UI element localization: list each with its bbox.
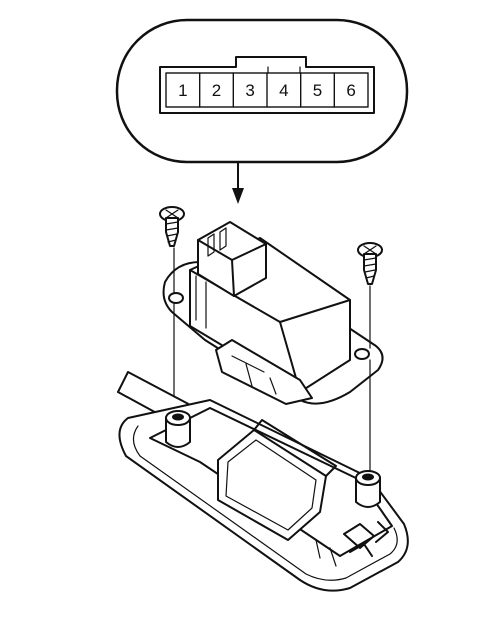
connector-key (267, 66, 301, 74)
connector-pin-label: 1 (178, 81, 187, 100)
callout-arrow (232, 161, 244, 204)
bezel-clip (343, 521, 389, 557)
connector-pin-label: 2 (212, 81, 221, 100)
connector-face (159, 56, 375, 114)
connector-pin-cells: 1 2 3 4 5 6 (165, 72, 369, 108)
connector-pin-label: 5 (313, 81, 322, 100)
callout-bubble (115, 18, 409, 164)
left-mount-hole (168, 292, 184, 304)
right-screw (357, 242, 383, 285)
connector-callout: 1 2 3 4 5 6 (115, 18, 409, 164)
connector-pin-label: 6 (346, 81, 355, 100)
connector-pin-label: 4 (279, 81, 288, 100)
switch-unit (162, 221, 384, 405)
alignment-guides (173, 247, 371, 473)
left-boss (165, 410, 191, 448)
connector-pin-label: 3 (245, 81, 254, 100)
right-mount-hole (354, 348, 370, 360)
left-screw (159, 206, 185, 247)
base-bezel (117, 371, 409, 592)
connector-pin-cell (333, 72, 369, 108)
right-boss (355, 470, 381, 508)
